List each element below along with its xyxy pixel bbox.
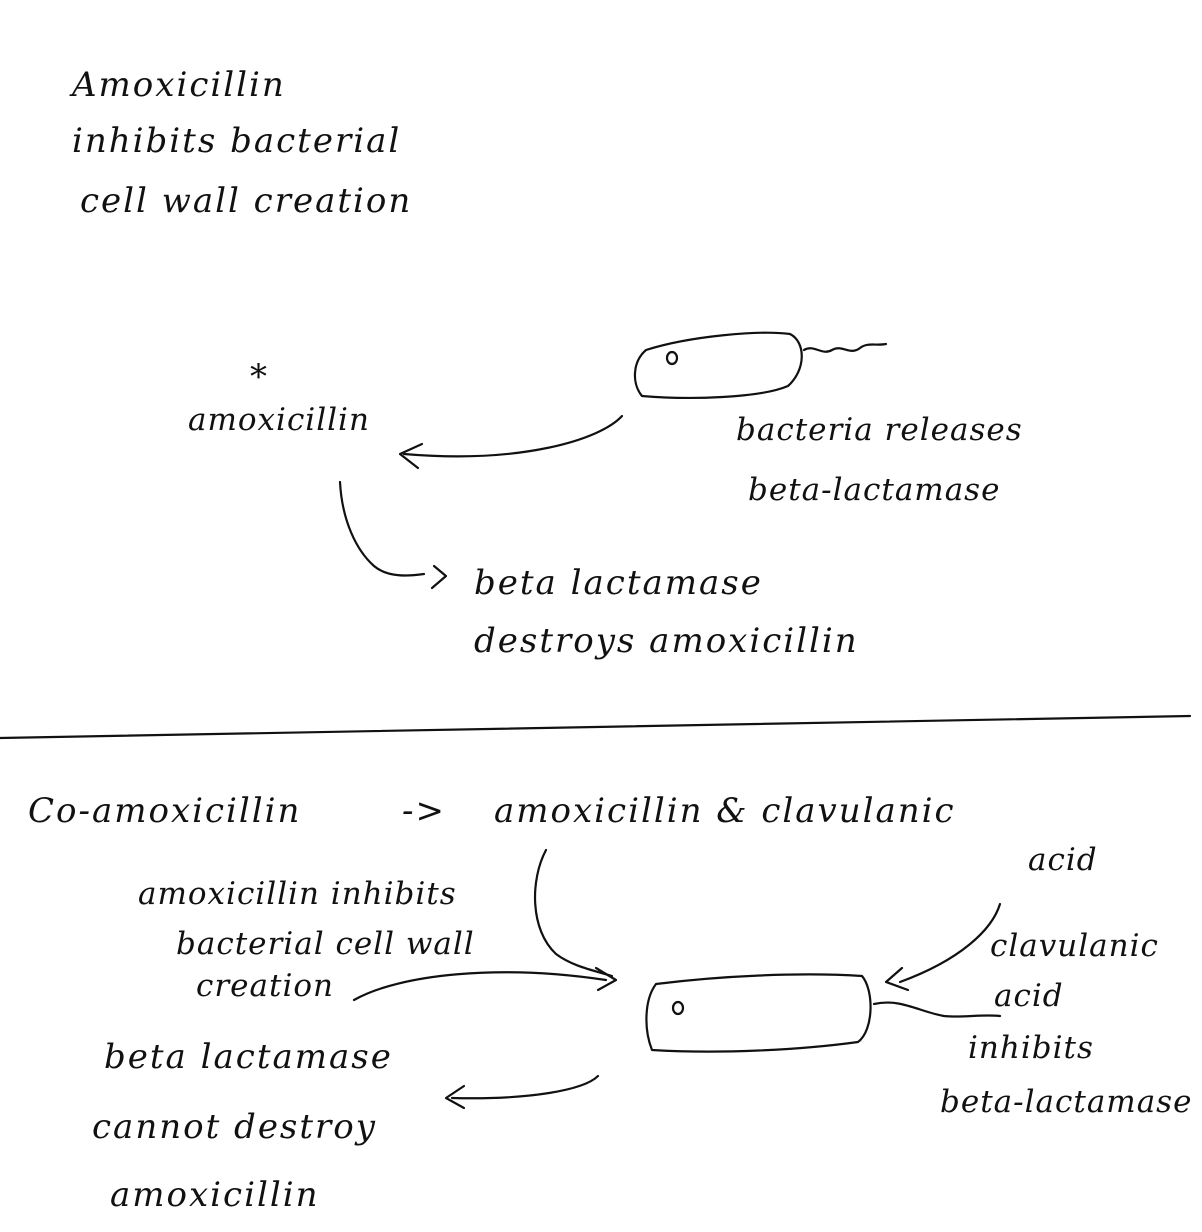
combo-arrow-label: -> [402,791,446,831]
amox-arrow-curve-1 [535,850,612,976]
destroy-line-1: beta lactamase [474,563,763,603]
amox-arrow-curve-2 [354,972,606,1000]
intro-line-3: cell wall creation [80,181,412,221]
release-line-1: bacteria releases [736,412,1023,448]
combo-right-continuation: acid [1028,842,1098,878]
combo-right-label: amoxicillin & clavulanic [494,791,956,831]
cannot-destroy-arrow-line [452,1076,598,1098]
cannot-destroy-line-1: beta lactamase [104,1037,393,1077]
clav-action-line-2: acid [994,978,1064,1014]
combo-left-label: Co-amoxicillin [28,791,301,831]
bacterium-nucleus-bottom [673,1002,683,1014]
clav-action-line-3: inhibits [968,1030,1094,1066]
bacterium-nucleus [667,352,677,364]
destroy-arrow-line [340,482,424,576]
clav-action-line-4: beta-lactamase [940,1084,1192,1120]
asterisk-mark: * [250,357,269,397]
destroy-arrow-head [432,566,446,588]
bacterium-tail-bottom [874,1003,1000,1017]
release-note: bacteria releases beta-lactamase [736,412,1023,508]
intro-line-2: inhibits bacterial [72,121,401,161]
bacterium-flagellum [804,344,886,352]
section-divider [0,716,1190,738]
amox-action-line-1: amoxicillin inhibits [138,876,457,912]
intro-note: Amoxicillin inhibits bacterial cell wall… [69,65,412,221]
clav-action-note: clavulanic acid inhibits beta-lactamase [940,928,1192,1120]
amox-arrows [354,850,616,1000]
cannot-destroy-arrow [446,1076,598,1108]
amoxicillin-label: amoxicillin [188,402,370,438]
amox-action-note: amoxicillin inhibits bacterial cell wall… [138,876,475,1004]
amox-action-line-2: bacterial cell wall [176,926,475,962]
clav-arrow-line [900,904,1000,982]
amox-action-line-3: creation [196,968,334,1004]
bacterium-top [635,333,886,398]
clav-action-line-1: clavulanic [990,928,1159,964]
release-line-2: beta-lactamase [748,472,1000,508]
cannot-destroy-line-3: amoxicillin [110,1175,319,1215]
bacterium-body [635,333,802,398]
intro-line-1: Amoxicillin [69,65,286,105]
destroy-note: beta lactamase destroys amoxicillin [474,563,859,661]
release-arrow-line [404,416,622,456]
clav-arrow [886,904,1000,990]
destroy-line-2: destroys amoxicillin [474,621,859,661]
cannot-destroy-line-2: cannot destroy [92,1107,377,1147]
clav-arrow-head [886,968,908,990]
combo-heading: Co-amoxicillin -> amoxicillin & clavulan… [28,791,1098,878]
cannot-destroy-note: beta lactamase cannot destroy amoxicilli… [92,1037,393,1215]
release-arrow [400,416,622,468]
destroy-arrow [340,482,446,588]
bacterium-bottom [646,974,1000,1051]
